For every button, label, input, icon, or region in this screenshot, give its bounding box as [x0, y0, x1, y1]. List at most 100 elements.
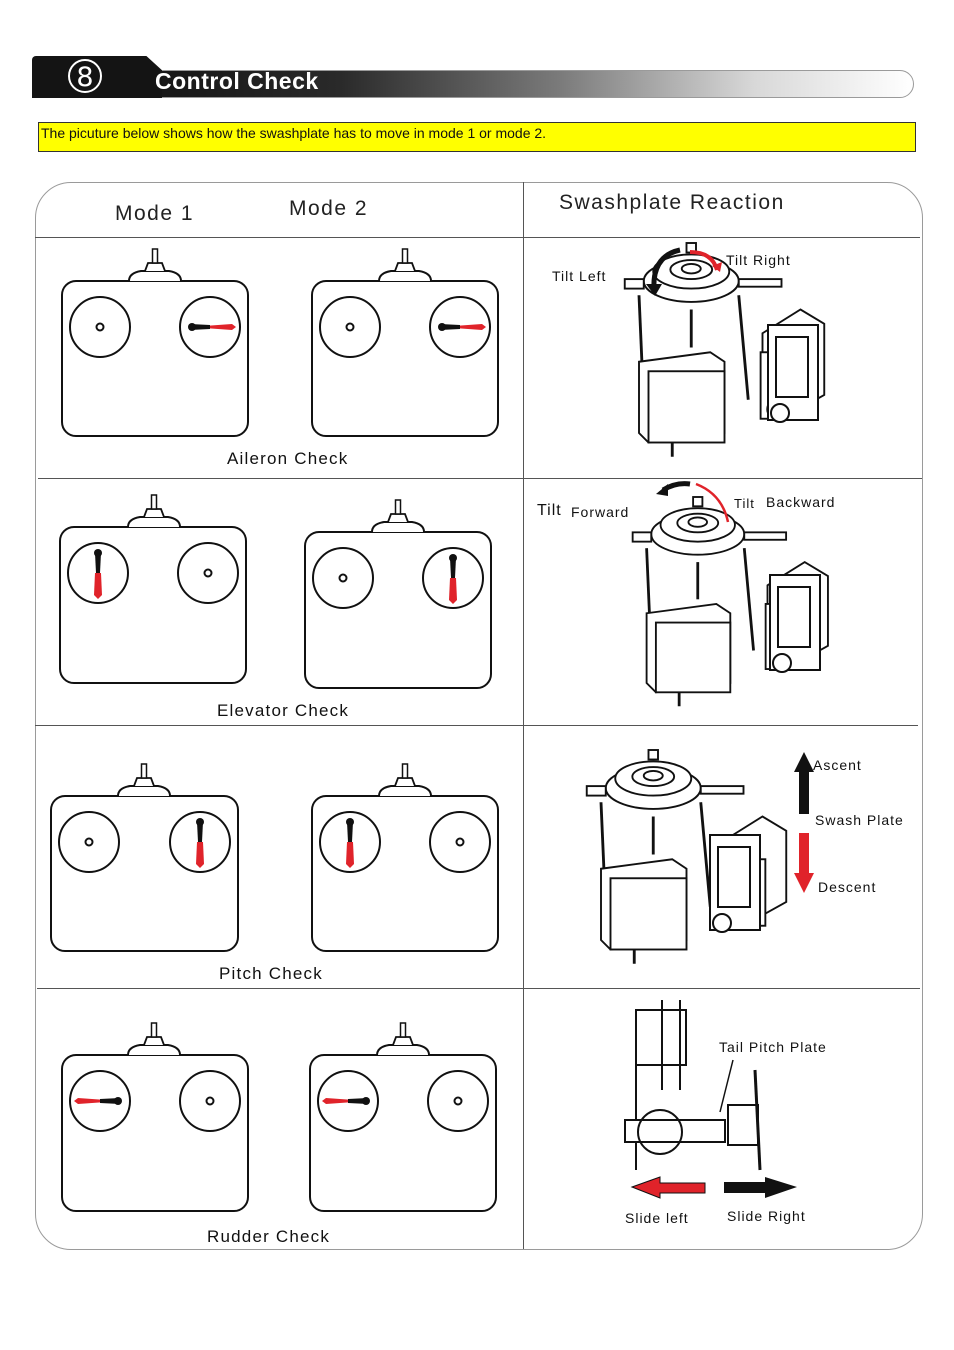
- ascent-label: Ascent: [813, 757, 862, 773]
- tail-pitch-plate-label: Tail Pitch Plate: [719, 1039, 827, 1055]
- pitch-check-caption: Pitch Check: [219, 964, 323, 983]
- antenna-mount: [394, 777, 416, 787]
- antenna-rod: [151, 248, 159, 264]
- antenna-rod: [401, 763, 409, 779]
- servo-front-face: [609, 877, 688, 951]
- stick-knob: [196, 818, 204, 826]
- stick-knob: [449, 554, 457, 562]
- servo-front-face: [647, 370, 726, 444]
- stick-center: [205, 1096, 215, 1106]
- stick-black-half: [450, 558, 456, 578]
- stick-black-half: [197, 822, 203, 842]
- tilt-backward-label-a: Tilt: [734, 496, 755, 511]
- aileron-check-caption: Aileron Check: [227, 449, 349, 468]
- stick-knob: [94, 549, 102, 557]
- swash-plate-hub: [680, 262, 702, 275]
- row-divider-1: [38, 478, 922, 479]
- slide-right-label: Slide Right: [727, 1208, 806, 1224]
- stick-center: [84, 837, 94, 847]
- rudder-check-caption: Rudder Check: [207, 1227, 331, 1246]
- slide-left-label: Slide left: [625, 1210, 689, 1226]
- reaction-heading: Swashplate Reaction: [559, 191, 785, 214]
- transmitter: [61, 1022, 249, 1212]
- stick-red-half: [449, 578, 457, 604]
- stick-knob: [438, 323, 446, 331]
- swash-plate-hub: [642, 769, 664, 782]
- stick-knob: [346, 818, 354, 826]
- transmitter: [311, 763, 499, 952]
- row-divider-2: [35, 725, 918, 726]
- slide-right-arrow: [724, 1177, 797, 1198]
- swash-ball: [647, 749, 659, 761]
- header-gradient-bar: [32, 70, 914, 98]
- transmitter: [311, 248, 499, 437]
- antenna-mount: [143, 508, 165, 518]
- antenna-mount: [387, 513, 409, 523]
- swash-ball: [692, 496, 704, 508]
- stick-knob: [362, 1097, 370, 1105]
- side-servo-gear: [770, 403, 790, 423]
- side-servo-panel: [717, 846, 751, 908]
- transmitter: [304, 499, 492, 689]
- tilt-left-label: Tilt Left: [552, 268, 607, 284]
- stick-center: [453, 1096, 463, 1106]
- stick-black-half: [95, 553, 101, 573]
- tilt-backward-label-b: Backward: [766, 494, 836, 510]
- stick-center: [203, 568, 213, 578]
- stick-red-half: [94, 573, 102, 599]
- swash-arm-right: [699, 785, 745, 795]
- antenna-base: [378, 785, 432, 797]
- stick-center: [338, 573, 348, 583]
- stick-red-half: [322, 1098, 368, 1104]
- header-row-divider: [35, 237, 920, 238]
- antenna-base: [376, 1044, 430, 1056]
- antenna-mount: [143, 1036, 165, 1046]
- tilt-left-arrowhead: [646, 284, 662, 296]
- mode2-heading: Mode 2: [289, 197, 369, 220]
- stick-knob: [188, 323, 196, 331]
- tilt-forward-arrowhead: [656, 484, 668, 496]
- antenna-base: [128, 270, 182, 282]
- antenna-base: [117, 785, 171, 797]
- transmitter: [309, 1022, 497, 1212]
- servo-front-face: [654, 621, 732, 694]
- stick-red-half: [346, 842, 354, 868]
- stick-red-half: [440, 324, 486, 330]
- antenna-mount: [392, 1036, 414, 1046]
- swash-arm-right: [737, 278, 783, 288]
- tail-blade: [753, 1069, 762, 1171]
- stick-center: [345, 322, 355, 332]
- pushrod: [737, 295, 750, 400]
- section-header: 8 Control Check: [32, 56, 914, 98]
- swash-arm-left: [631, 531, 653, 543]
- tail-pitch-plate: [727, 1104, 759, 1146]
- elevator-check-caption: Elevator Check: [217, 701, 350, 720]
- side-servo-panel: [777, 586, 811, 648]
- antenna-base: [378, 270, 432, 282]
- instruction-note: The picuture below shows how the swashpl…: [38, 122, 916, 152]
- tail-pulley: [637, 1109, 683, 1155]
- antenna-rod: [401, 248, 409, 264]
- stick-center: [455, 837, 465, 847]
- antenna-rod: [399, 1022, 407, 1038]
- antenna-rod: [394, 499, 402, 515]
- section-title: Control Check: [155, 68, 319, 94]
- mode1-heading: Mode 1: [115, 202, 195, 225]
- antenna-mount: [394, 262, 416, 272]
- descent-arrow: [794, 833, 814, 893]
- swash-arm-right: [743, 531, 788, 541]
- swash-plate-label: Swash Plate: [815, 812, 904, 828]
- side-servo-gear: [772, 653, 792, 673]
- antenna-mount: [133, 777, 155, 787]
- step-number-badge: 8: [68, 59, 102, 93]
- antenna-mount: [144, 262, 166, 272]
- stick-center: [95, 322, 105, 332]
- tilt-forward-label-a: Tilt: [537, 502, 562, 519]
- stick-red-half: [74, 1098, 120, 1104]
- ascent-arrow: [794, 752, 814, 814]
- tilt-backward-arrow: [695, 482, 730, 523]
- antenna-base: [371, 521, 425, 533]
- stick-red-half: [196, 842, 204, 868]
- slide-left-arrow: [630, 1176, 706, 1199]
